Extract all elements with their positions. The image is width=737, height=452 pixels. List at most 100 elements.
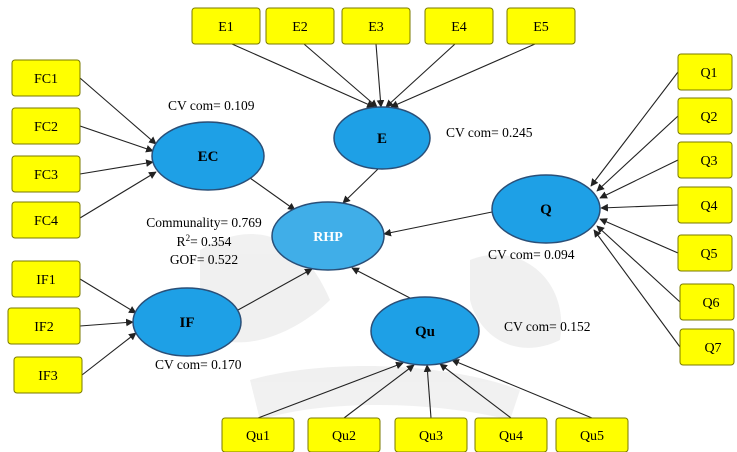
indicator-label: E4 <box>451 20 467 35</box>
arrow-fc3-ec <box>79 159 154 175</box>
construct-qu: Qu <box>370 296 480 366</box>
construct-ec: EC <box>151 121 265 191</box>
indicator-e2: E2 <box>265 7 335 45</box>
ec-cv-com: CV com= 0.109 <box>168 98 255 113</box>
arrow-qu1-qu <box>257 361 404 419</box>
indicator-fc2: FC2 <box>11 107 81 145</box>
indicator-q3: Q3 <box>677 141 733 179</box>
construct-q: Q <box>491 174 601 244</box>
arrow-e4-e <box>385 43 456 108</box>
construct-label: Q <box>540 202 552 218</box>
indicator-label: E2 <box>292 20 308 35</box>
indicator-label: IF1 <box>36 273 55 288</box>
indicator-if1: IF1 <box>11 260 81 298</box>
construct-if: IF <box>132 287 242 357</box>
arrow-qu2-qu <box>343 364 415 419</box>
indicator-label: Q2 <box>700 110 717 125</box>
arrow-q2-q <box>596 115 679 192</box>
indicator-if3: IF3 <box>13 356 83 394</box>
if-indicators: IF1 IF2 IF3 <box>7 260 83 394</box>
indicator-qu2: Qu2 <box>307 417 381 452</box>
arrow-if2-if <box>79 318 134 327</box>
indicator-qu4: Qu4 <box>474 417 548 452</box>
indicator-label: FC2 <box>34 120 58 135</box>
if-cv-com: CV com= 0.170 <box>155 357 242 372</box>
arrow-e1-e <box>231 43 375 108</box>
construct-label: RHP <box>313 230 343 245</box>
indicator-q7: Q7 <box>679 328 735 366</box>
communality-value: Communality= 0.769 <box>146 215 262 230</box>
arrow-q5-q <box>599 218 679 254</box>
indicator-q1: Q1 <box>677 53 733 91</box>
arrow-qu4-qu <box>439 363 512 419</box>
construct-label: EC <box>198 149 219 165</box>
e-indicators: E1 E2 E3 E4 E5 <box>191 7 576 45</box>
q-cv-com: CV com= 0.094 <box>488 247 575 262</box>
indicator-qu1: Qu1 <box>221 417 295 452</box>
arrow-if-rhp <box>237 268 313 311</box>
arrow-e-rhp <box>342 168 379 204</box>
indicator-label: Qu1 <box>246 429 270 444</box>
indicator-label: Qu5 <box>580 429 604 444</box>
indicator-label: E3 <box>368 20 384 35</box>
arrow-ec-rhp <box>249 177 296 211</box>
arrow-q1-q <box>590 71 679 187</box>
q-indicators: Q1 Q2 Q3 Q4 Q5 Q6 Q7 <box>677 53 735 366</box>
arrow-q6-q <box>596 225 681 303</box>
construct-label: E <box>377 131 387 147</box>
indicator-fc3: FC3 <box>11 155 81 193</box>
indicator-if2: IF2 <box>7 307 81 345</box>
indicator-q6: Q6 <box>679 283 735 321</box>
arrow-e3-e <box>375 43 385 108</box>
arrow-fc4-ec <box>79 171 157 219</box>
r2-superscript: 2 <box>186 233 191 243</box>
path-arrows <box>79 43 681 419</box>
indicator-label: FC4 <box>34 214 58 229</box>
indicator-e5: E5 <box>506 7 576 45</box>
indicator-label: E1 <box>218 20 234 35</box>
indicator-label: Q4 <box>700 199 717 214</box>
fc-indicators: FC1 FC2 FC3 FC4 <box>11 59 81 239</box>
indicator-e3: E3 <box>341 7 411 45</box>
arrow-e5-e <box>390 43 536 108</box>
indicator-qu3: Qu3 <box>394 417 468 452</box>
indicator-label: FC1 <box>34 72 58 87</box>
construct-rhp: RHP <box>271 201 385 271</box>
indicator-label: IF3 <box>38 369 57 384</box>
arrow-q4-q <box>600 203 679 212</box>
indicator-e1: E1 <box>191 7 261 45</box>
r-squared-value: R2= 0.354 <box>177 233 232 249</box>
arrow-qu5-qu <box>451 359 593 419</box>
qu-indicators: Qu1 Qu2 Qu3 Qu4 Qu5 <box>221 417 629 452</box>
gof-value: GOF= 0.522 <box>170 252 238 267</box>
qu-cv-com: CV com= 0.152 <box>504 319 591 334</box>
arrow-fc2-ec <box>79 125 154 153</box>
arrow-e2-e <box>303 43 378 108</box>
indicator-fc4: FC4 <box>11 201 81 239</box>
indicator-label: FC3 <box>34 168 58 183</box>
indicator-label: Qu2 <box>332 429 356 444</box>
indicator-q4: Q4 <box>677 186 733 224</box>
construct-label: Qu <box>415 324 435 340</box>
indicator-label: IF2 <box>34 320 53 335</box>
arrow-q7-q <box>593 229 681 348</box>
indicator-label: Q5 <box>700 247 717 262</box>
arrow-if3-if <box>81 332 137 376</box>
indicator-label: Qu4 <box>499 429 523 444</box>
arrow-fc1-ec <box>79 77 157 145</box>
r2-rest: = 0.354 <box>190 234 232 249</box>
construct-e: E <box>333 106 431 170</box>
indicator-e4: E4 <box>424 7 494 45</box>
arrow-q-rhp <box>383 211 493 237</box>
indicator-label: Q6 <box>702 296 719 311</box>
indicator-qu5: Qu5 <box>555 417 629 452</box>
arrow-if1-if <box>79 278 137 314</box>
e-cv-com: CV com= 0.245 <box>446 125 533 140</box>
indicator-q2: Q2 <box>677 97 733 135</box>
indicator-label: Q3 <box>700 154 717 169</box>
r2-prefix: R <box>177 234 186 249</box>
indicator-label: Qu3 <box>419 429 443 444</box>
arrow-q3-q <box>599 159 679 199</box>
